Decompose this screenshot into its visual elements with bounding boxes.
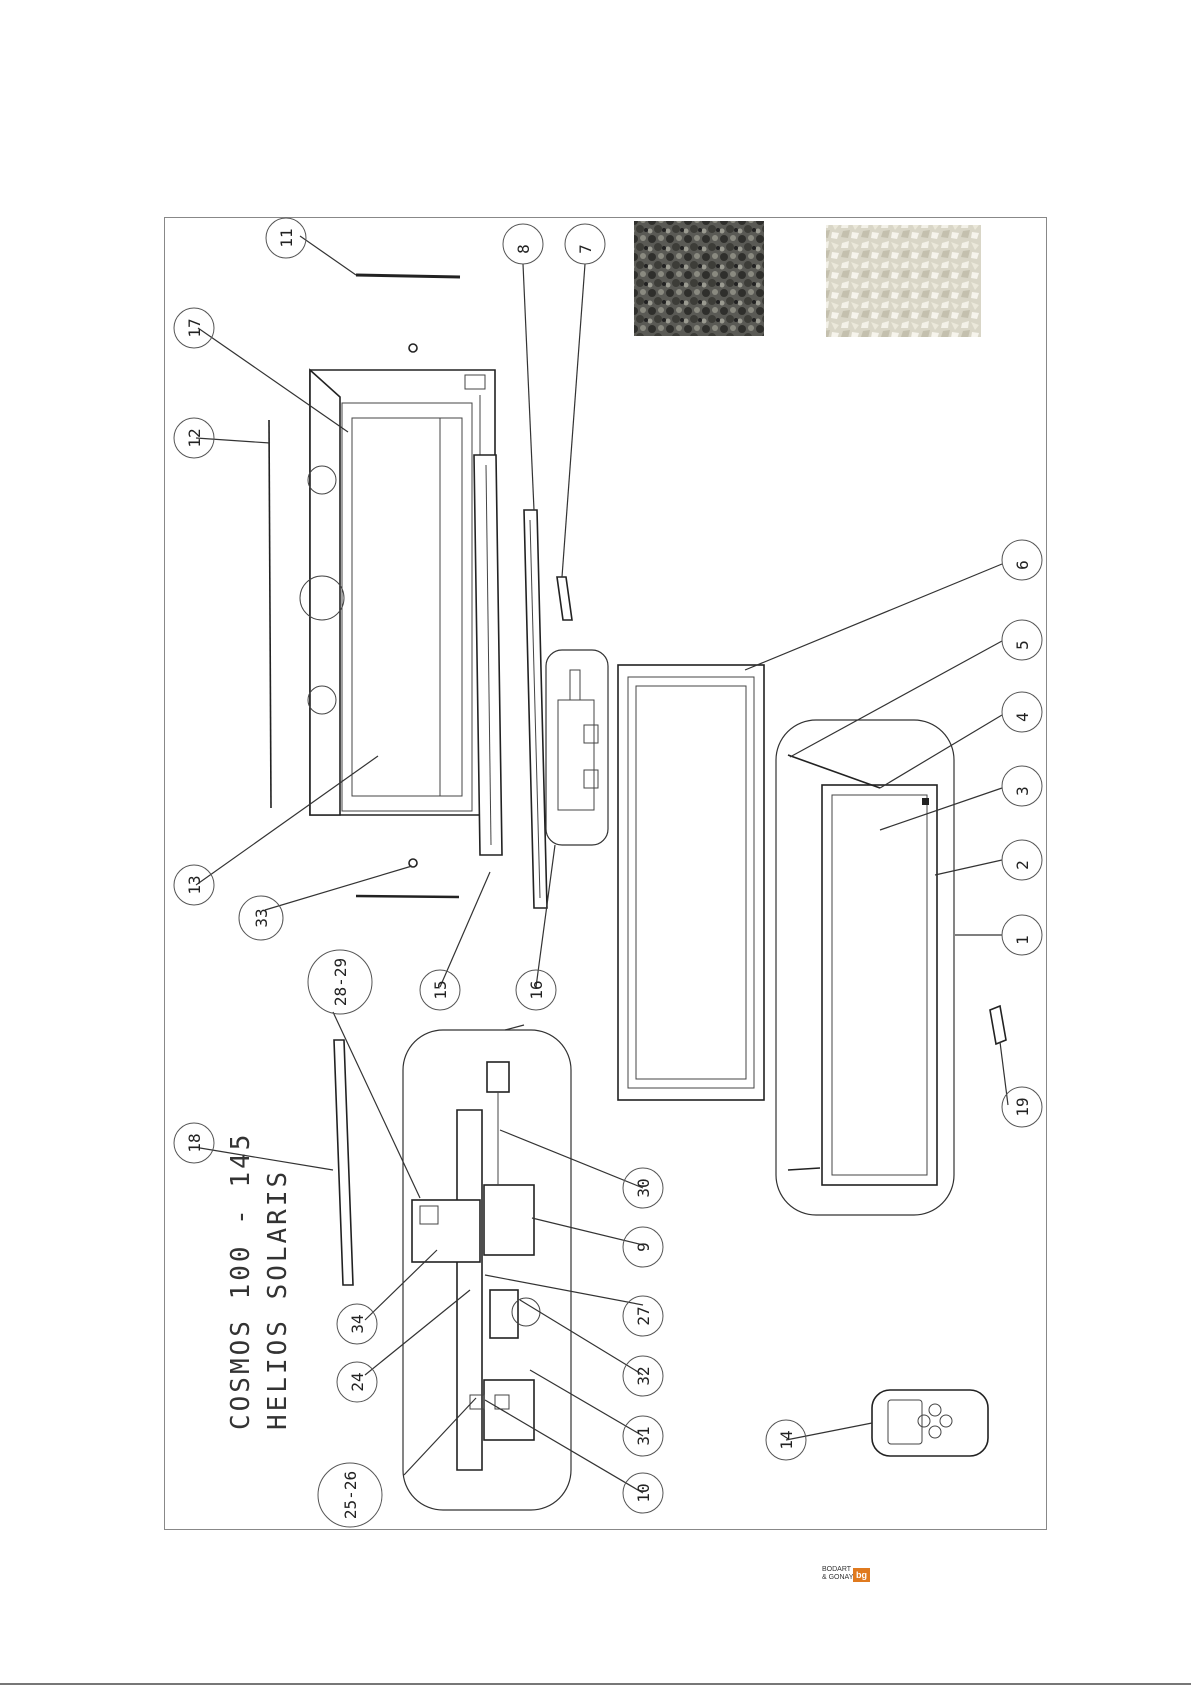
callout-17: 17 (174, 308, 214, 348)
callout-label: 34 (348, 1314, 367, 1333)
callout-label: 28-29 (331, 958, 350, 1006)
callout-19: 19 (1002, 1087, 1042, 1127)
part-33 (409, 344, 417, 352)
callout-label: 9 (634, 1242, 653, 1252)
callout-label: 8 (514, 244, 533, 254)
callout-5: 5 (1002, 620, 1042, 660)
callout-10: 10 (623, 1473, 663, 1513)
burner-inset-detail (558, 670, 598, 810)
part-5-left (788, 1168, 820, 1170)
callout-18: 18 (174, 1123, 214, 1163)
callout-13: 13 (174, 865, 214, 905)
callout-label: 1 (1013, 935, 1032, 945)
callout-label: 4 (1013, 712, 1032, 722)
callout-label: 24 (348, 1372, 367, 1391)
callout-32: 32 (623, 1356, 663, 1396)
part-14-remote (872, 1390, 988, 1456)
white-stones-sample (826, 225, 981, 337)
callout-12: 12 (174, 418, 214, 458)
callout-label: 25-26 (341, 1471, 360, 1519)
callout-33: 33 (239, 896, 283, 940)
callout-30: 30 (623, 1168, 663, 1208)
part-11 (356, 275, 460, 277)
callout-label: 33 (252, 908, 271, 927)
callout-15: 15 (420, 970, 460, 1010)
callout-8: 8 (503, 224, 543, 264)
part-12 (269, 420, 271, 808)
callout-label: 11 (277, 228, 296, 247)
callout-31: 31 (623, 1416, 663, 1456)
burner-inset-group (546, 650, 608, 845)
diagram-title: COSMOS 100 - 145 HELIOS SOLARIS (226, 1132, 293, 1430)
callout-1: 1 (1002, 915, 1042, 955)
part-13-firebox (300, 370, 495, 815)
callout-16: 16 (516, 970, 556, 1010)
callout-label: 2 (1013, 860, 1032, 870)
callout-2: 2 (1002, 840, 1042, 880)
callout-label: 3 (1013, 786, 1032, 796)
callout-24: 24 (337, 1362, 377, 1402)
callout-7: 7 (565, 224, 605, 264)
callout-label: 31 (634, 1426, 653, 1445)
callout-label: 14 (777, 1430, 796, 1449)
callout-9: 9 (623, 1227, 663, 1267)
callout-label: 7 (576, 244, 595, 254)
callout-label: 10 (634, 1483, 653, 1502)
part-18 (334, 1040, 353, 1285)
callout-label: 27 (634, 1306, 653, 1325)
callout-label: 6 (1013, 560, 1032, 570)
callout-label: 12 (185, 428, 204, 447)
part-19 (990, 1006, 1006, 1044)
logo-badge: bg (853, 1568, 870, 1582)
part-33-screw (409, 859, 417, 867)
callout-25-26: 25-26 (318, 1463, 382, 1527)
part-6-door-frame (618, 665, 764, 1100)
callout-label: 15 (431, 980, 450, 999)
callout-label: 16 (527, 980, 546, 999)
callout-label: 17 (185, 318, 204, 337)
callout-3: 3 (1002, 766, 1042, 806)
callout-4: 4 (1002, 692, 1042, 732)
part-33-bracket (356, 896, 459, 897)
callout-6: 6 (1002, 540, 1042, 580)
callout-34: 34 (337, 1304, 377, 1344)
callout-label: 13 (185, 875, 204, 894)
title-line-2: HELIOS SOLARIS (263, 1169, 293, 1430)
brand-logo: BODART & GONAY bg (822, 1566, 872, 1588)
dark-stones-sample (634, 221, 764, 336)
part-5 (788, 755, 880, 788)
callout-label: 19 (1013, 1097, 1032, 1116)
callout-label: 30 (634, 1178, 653, 1197)
title-line-1: COSMOS 100 - 145 (226, 1132, 256, 1430)
callout-14: 14 (766, 1420, 806, 1460)
callout-27: 27 (623, 1296, 663, 1336)
part-3-glass (822, 785, 937, 1185)
callout-label: 18 (185, 1133, 204, 1152)
part-7 (557, 577, 572, 620)
callout-label: 5 (1013, 640, 1032, 650)
callout-11: 11 (266, 218, 306, 258)
gas-valve-assembly (412, 1062, 540, 1470)
callout-label: 32 (634, 1366, 653, 1385)
callout-28-29: 28-29 (308, 950, 372, 1014)
